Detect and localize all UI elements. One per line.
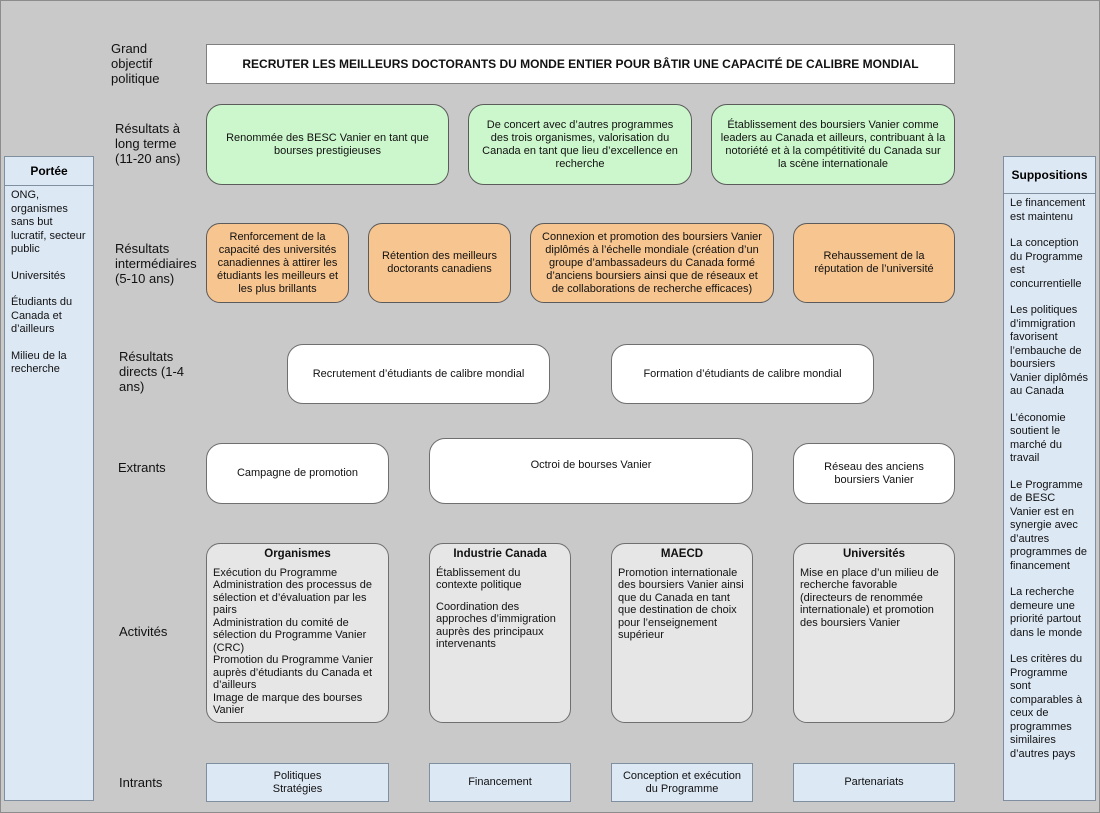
row-label-activities: Activités bbox=[119, 624, 168, 639]
row-label-direct: Résultats directs (1-4 ans) bbox=[119, 349, 185, 394]
activity-box-organismes: Organismes Exécution du Programme Admini… bbox=[206, 543, 389, 723]
activity-title: Universités bbox=[842, 548, 905, 560]
activity-item: Promotion internationale des boursiers V… bbox=[618, 566, 744, 642]
assumption-item: Le financement est maintenu bbox=[1010, 197, 1086, 223]
input-2: Financement bbox=[429, 763, 571, 802]
input-line: Financement bbox=[468, 776, 532, 788]
long-term-outcome-2: De concert avec d’autres programmes des … bbox=[468, 104, 692, 185]
long-term-outcome-1: Renommée des BESC Vanier en tant que bou… bbox=[206, 104, 449, 185]
scope-item: ONG, organismes sans but lucratif, secte… bbox=[11, 189, 86, 255]
row-label-inputs: Intrants bbox=[119, 775, 163, 790]
intermediate-outcome-1: Renforcement de la capacité des universi… bbox=[206, 223, 349, 303]
input-line: du Programme bbox=[645, 782, 719, 795]
assumptions-panel: Suppositions Le financement est maintenu… bbox=[1003, 156, 1096, 801]
assumptions-list: Le financement est maintenu La conceptio… bbox=[1004, 194, 1095, 761]
direct-outcome-1: Recrutement d’étudiants de calibre mondi… bbox=[287, 344, 550, 404]
activity-item: Établissement du contexte politique bbox=[436, 566, 522, 592]
input-1: Politiques Stratégies bbox=[206, 763, 389, 802]
input-4: Partenariats bbox=[793, 763, 955, 802]
assumptions-title: Suppositions bbox=[1004, 157, 1095, 194]
output-3: Réseau des anciens boursiers Vanier bbox=[793, 443, 955, 504]
scope-item: Milieu de la recherche bbox=[11, 349, 67, 376]
assumption-item: Les critères du Programme sont comparabl… bbox=[1010, 653, 1083, 760]
activity-item: Coordination des approches d’immigration… bbox=[436, 600, 556, 651]
activity-title: Industrie Canada bbox=[453, 548, 547, 560]
activity-title: Organismes bbox=[264, 548, 331, 560]
row-label-intermediate: Résultats intermédiaires (5-10 ans) bbox=[115, 241, 197, 286]
input-3: Conception et exécution du Programme bbox=[611, 763, 753, 802]
scope-panel: Portée ONG, organismes sans but lucratif… bbox=[4, 156, 94, 801]
activity-item: Administration des processus de sélectio… bbox=[213, 579, 372, 616]
intermediate-outcome-3: Connexion et promotion des boursiers Van… bbox=[530, 223, 774, 303]
long-term-outcome-3: Établissement des boursiers Vanier comme… bbox=[711, 104, 955, 185]
scope-item: Étudiants du Canada et d’ailleurs bbox=[11, 296, 73, 335]
intermediate-outcome-2: Rétention des meilleurs doctorants canad… bbox=[368, 223, 511, 303]
assumption-item: Les politiques d’immigration favorisent … bbox=[1010, 304, 1089, 397]
activity-box-universites: Universités Mise en place d’un milieu de… bbox=[793, 543, 955, 723]
activity-item: Exécution du Programme bbox=[213, 566, 338, 579]
goal-box: RECRUTER LES MEILLEURS DOCTORANTS DU MON… bbox=[206, 44, 955, 84]
assumption-item: La conception du Programme est concurren… bbox=[1010, 237, 1083, 290]
input-line: Stratégies bbox=[272, 782, 323, 795]
output-2: Octroi de bourses Vanier bbox=[429, 438, 753, 504]
activity-box-maecd: MAECD Promotion internationale des bours… bbox=[611, 543, 753, 723]
input-line: Conception et exécution bbox=[622, 769, 742, 782]
output-1: Campagne de promotion bbox=[206, 443, 389, 504]
row-label-goal: Grand objectif politique bbox=[111, 41, 160, 86]
activity-item: Image de marque des bourses Vanier bbox=[213, 691, 363, 717]
direct-outcome-2: Formation d’étudiants de calibre mondial bbox=[611, 344, 874, 404]
activity-box-industrie-canada: Industrie Canada Établissement du contex… bbox=[429, 543, 571, 723]
row-label-outputs: Extrants bbox=[118, 460, 166, 475]
activity-item: Mise en place d’un milieu de recherche f… bbox=[800, 566, 939, 629]
scope-list: ONG, organismes sans but lucratif, secte… bbox=[5, 186, 93, 377]
scope-title: Portée bbox=[5, 157, 93, 186]
row-label-long-term: Résultats à long terme (11-20 ans) bbox=[115, 121, 181, 166]
intermediate-outcome-4: Rehaussement de la réputation de l’unive… bbox=[793, 223, 955, 303]
input-line: Politiques bbox=[273, 769, 322, 782]
assumption-item: L’économie soutient le marché du travail bbox=[1010, 411, 1066, 465]
activity-item: Administration du comité de sélection du… bbox=[213, 616, 367, 654]
assumption-item: Le Programme de BESC Vanier est en syner… bbox=[1010, 478, 1088, 572]
assumption-item: La recherche demeure une priorité partou… bbox=[1010, 586, 1083, 639]
input-line: Partenariats bbox=[844, 776, 904, 788]
scope-item: Universités bbox=[11, 269, 66, 282]
activity-item: Promotion du Programme Vanier auprès d’é… bbox=[213, 654, 373, 691]
activity-title: MAECD bbox=[660, 548, 704, 560]
